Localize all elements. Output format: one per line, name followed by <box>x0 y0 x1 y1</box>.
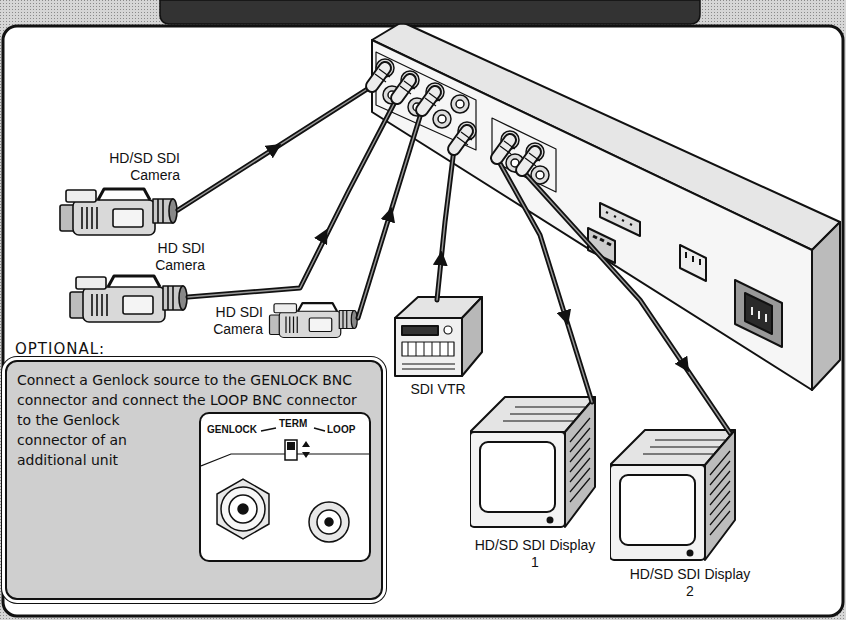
camera-icon <box>60 189 177 235</box>
signal-arrow <box>684 364 685 366</box>
rear-panel <box>372 40 812 390</box>
bnc-plugs <box>372 68 540 170</box>
unit-side <box>812 222 840 390</box>
signal-arrow <box>565 316 567 318</box>
dip-switch <box>680 245 706 281</box>
signal-arrow <box>389 214 391 216</box>
display-label: HD/SD SDI Display 2 <box>625 566 755 600</box>
sdi-cable <box>188 98 397 297</box>
diagram-frame <box>3 26 843 616</box>
power-socket <box>735 280 782 347</box>
sdi-cable <box>437 149 454 300</box>
genlock-panel-drawing <box>201 414 369 560</box>
switch-marks <box>302 441 310 458</box>
note-heading: OPTIONAL: <box>5 338 383 360</box>
genlock-bnc-nut <box>217 479 269 539</box>
sdi-cable <box>522 170 730 433</box>
bnc-connector <box>317 510 341 534</box>
vtr-label: SDI VTR <box>393 381 483 398</box>
term-switch <box>285 440 297 460</box>
device-label: HD SDI Camera <box>135 240 205 274</box>
camera-label: HD SDI Camera <box>195 304 263 338</box>
title-bar <box>160 0 700 24</box>
camera-icon <box>70 276 187 322</box>
rs232-port <box>600 203 640 236</box>
bnc-connector <box>238 504 248 514</box>
note-panel: OPTIONAL: GENLOCK TERM LOOPConnect a Genloc… <box>5 338 383 600</box>
bnc-connector <box>229 495 257 523</box>
camera-label: HD SDI Camera <box>135 240 205 274</box>
connector-name: LOOP <box>327 424 355 436</box>
device-label: HD/SD SDI Display 2 <box>625 566 755 600</box>
display-label: HD/SD SDI Display 1 <box>470 537 600 571</box>
device-label: SDI VTR <box>393 381 483 398</box>
power-socket-inner <box>745 293 772 334</box>
bnc-connectors <box>376 59 549 184</box>
signal-arrow <box>322 235 324 239</box>
device-label: HD/SD SDI Display 1 <box>470 537 600 571</box>
connector-name: TERM <box>279 418 307 430</box>
sdi-cable <box>358 110 422 318</box>
display-icons <box>470 397 735 560</box>
bnc-connector <box>325 518 333 526</box>
signal-arrow <box>273 148 275 149</box>
bnc-connector <box>221 487 265 531</box>
device-label: HD SDI Camera <box>195 304 263 338</box>
output-group-outline <box>492 118 556 192</box>
bnc-connector <box>309 502 349 542</box>
display-icon <box>610 430 735 560</box>
genlock-inset: GENLOCK TERM LOOP <box>199 412 371 562</box>
switch-lever <box>287 442 295 450</box>
device-label: HD/SD SDI Camera <box>85 150 180 184</box>
camera-icon <box>270 303 358 338</box>
sdi-cable <box>178 86 372 210</box>
vtr-icon <box>395 297 482 376</box>
note-box: GENLOCK TERM LOOPConnect a Genlock source … <box>5 360 383 600</box>
note-text: Connect a Genlock source to the GENLOCK … <box>17 370 371 470</box>
connector-name: GENLOCK <box>207 424 257 436</box>
signal-arrow <box>440 258 441 260</box>
switcher-unit <box>372 22 840 390</box>
signal-arrows <box>273 148 685 366</box>
camera-label: HD/SD SDI Camera <box>85 150 180 184</box>
genlock-panel <box>201 428 369 542</box>
display-icon <box>470 397 595 527</box>
